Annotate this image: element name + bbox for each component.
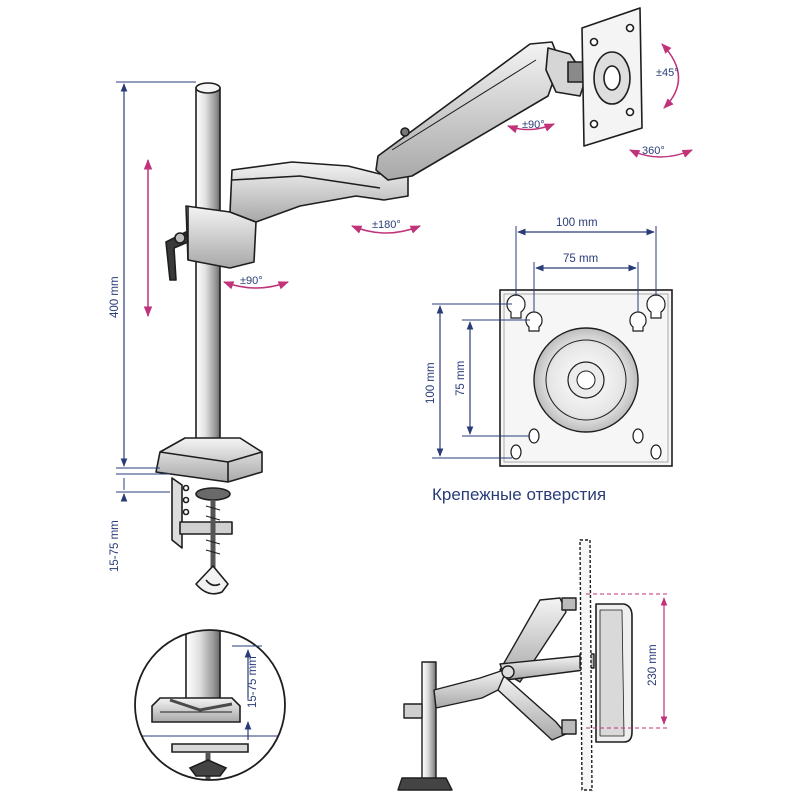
gas-arm-lower — [497, 675, 567, 741]
clamp-handle — [195, 565, 229, 595]
clamp-detail: 15-75 mm — [134, 629, 286, 781]
rotate-angle-label: 360° — [642, 145, 665, 157]
clamp-detail-range-label: 15-75 mm — [247, 656, 259, 708]
clamp-range-label: 15-75 mm — [109, 520, 121, 572]
lock-lever — [165, 231, 189, 281]
pole-height-dimension: 400 mm — [109, 81, 196, 469]
vesa-outer-width-label: 100 mm — [556, 217, 598, 229]
base-joint-angle-label: ±90° — [240, 275, 263, 287]
vesa-inner-width-label: 75 mm — [563, 253, 598, 265]
main-mount — [155, 7, 643, 595]
pole — [195, 87, 221, 461]
vesa-holes-100 — [506, 294, 666, 460]
vesa-detail: 100 mm 75 mm 100 mm 75 mm Крепежные отве… — [425, 217, 673, 504]
rotation-indicators: ±45° ±90° 360° ±180° ±90° — [143, 43, 693, 318]
monitor-outline — [579, 539, 593, 791]
clamp-pad — [195, 487, 231, 501]
tilt-angle-label: ±45° — [656, 67, 679, 79]
pole-height-label: 400 mm — [109, 276, 121, 318]
vesa-caption: Крепежные отверстия — [432, 485, 606, 504]
vesa-inner-height-label: 75 mm — [455, 361, 467, 396]
clamp-bracket — [171, 477, 183, 549]
tilt-head — [545, 47, 587, 97]
upper-arm — [375, 41, 561, 181]
vesa-holes-75 — [525, 311, 647, 444]
vesa-outer-height-label: 100 mm — [425, 362, 437, 404]
gas-spring-travel-label: 230 mm — [647, 644, 659, 686]
pole-top — [195, 82, 221, 94]
side-view — [397, 539, 670, 791]
head-swivel-label: ±90° — [522, 119, 545, 131]
clamp-range-dimension: 15-75 mm — [109, 473, 170, 572]
arm-joint-angle-label: ±180° — [372, 219, 401, 231]
